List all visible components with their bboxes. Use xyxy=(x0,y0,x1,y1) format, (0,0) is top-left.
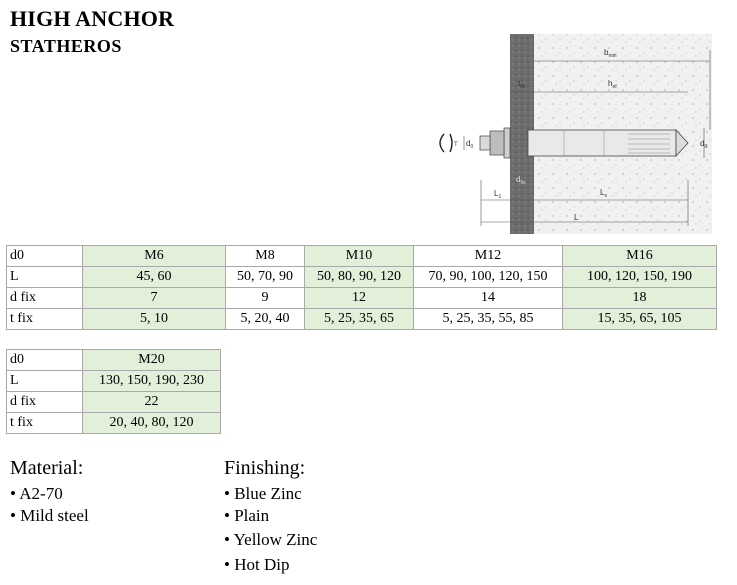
row-label: d0 xyxy=(6,245,83,267)
table-row: L 45, 60 50, 70, 90 50, 80, 90, 120 70, … xyxy=(6,266,717,288)
table-cell: 14 xyxy=(413,287,563,309)
label-d0-right: d0 xyxy=(700,139,707,150)
table-cell: 12 xyxy=(304,287,414,309)
finishing-heading: Finishing: xyxy=(224,457,306,479)
table-cell: 15, 35, 65, 105 xyxy=(562,308,717,330)
label-t-fix: tfix xyxy=(518,79,526,90)
product-title: HIGH ANCHOR xyxy=(10,6,175,31)
table-cell: 5, 25, 35, 55, 85 xyxy=(413,308,563,330)
row-label: d fix xyxy=(6,391,83,413)
label-d-fix: dfix xyxy=(516,175,526,186)
label-Ls: Ls xyxy=(600,188,607,199)
table-cell: 9 xyxy=(225,287,305,309)
table-cell: 7 xyxy=(82,287,226,309)
label-h-ef: hef xyxy=(608,79,617,90)
anchor-washer xyxy=(503,127,511,159)
table-row: t fix 20, 40, 80, 120 xyxy=(6,412,221,434)
row-label: L xyxy=(6,266,83,288)
table-cell: 20, 40, 80, 120 xyxy=(82,412,221,434)
brand-subtitle: STATHEROS xyxy=(10,36,122,56)
table-cell: M16 xyxy=(562,245,717,267)
material-heading: Material: xyxy=(10,457,84,479)
table-row: d0 M6 M8 M10 M12 M16 xyxy=(6,245,717,267)
list-item: • Blue Zinc xyxy=(224,484,302,503)
anchor-technical-drawing: bmin hef tfix d0 d0 dfix T L1 Ls L xyxy=(439,34,712,234)
row-label: t fix xyxy=(6,412,83,434)
list-item: • Yellow Zinc xyxy=(224,530,318,549)
row-label: d fix xyxy=(6,287,83,309)
label-d0-left: d0 xyxy=(466,139,473,150)
table-cell: M10 xyxy=(304,245,414,267)
specification-table-1: d0 M6 M8 M10 M12 M16 L 45, 60 50, 70, 90… xyxy=(6,245,717,330)
label-T: T xyxy=(454,142,458,148)
table-cell: 70, 90, 100, 120, 150 xyxy=(413,266,563,288)
table-cell: 45, 60 xyxy=(82,266,226,288)
table-row: d0 M20 xyxy=(6,349,221,371)
table-cell: 18 xyxy=(562,287,717,309)
table-cell: 100, 120, 150, 190 xyxy=(562,266,717,288)
list-item: • Mild steel xyxy=(10,506,89,525)
table-row: L 130, 150, 190, 230 xyxy=(6,370,221,392)
label-b-min: bmin xyxy=(604,48,617,59)
table-cell: 50, 80, 90, 120 xyxy=(304,266,414,288)
table-cell: 5, 10 xyxy=(82,308,226,330)
row-label: L xyxy=(6,370,83,392)
table-row: d fix 22 xyxy=(6,391,221,413)
specification-table-2: d0 M20 L 130, 150, 190, 230 d fix 22 t f… xyxy=(6,349,221,434)
table-cell: 5, 20, 40 xyxy=(225,308,305,330)
anchor-nut xyxy=(489,130,505,156)
table-row: t fix 5, 10 5, 20, 40 5, 25, 35, 65 5, 2… xyxy=(6,308,717,330)
row-label: d0 xyxy=(6,349,83,371)
table-cell: M20 xyxy=(82,349,221,371)
table-row: d fix 7 9 12 14 18 xyxy=(6,287,717,309)
table-cell: M12 xyxy=(413,245,563,267)
anchor-sleeve xyxy=(527,129,677,157)
label-L: L xyxy=(574,213,579,222)
torque-icon xyxy=(439,133,445,153)
table-cell: 5, 25, 35, 65 xyxy=(304,308,414,330)
table-cell: M8 xyxy=(225,245,305,267)
table-cell: M6 xyxy=(82,245,226,267)
list-item: • A2-70 xyxy=(10,484,63,503)
table-cell: 130, 150, 190, 230 xyxy=(82,370,221,392)
table-cell: 50, 70, 90 xyxy=(225,266,305,288)
row-label: t fix xyxy=(6,308,83,330)
anchor-cone xyxy=(675,128,689,158)
list-item: • Plain xyxy=(224,506,270,525)
anchor-bolt xyxy=(479,135,491,151)
table-cell: 22 xyxy=(82,391,221,413)
list-item: • Hot Dip xyxy=(224,555,290,574)
label-L1: L1 xyxy=(494,189,501,200)
